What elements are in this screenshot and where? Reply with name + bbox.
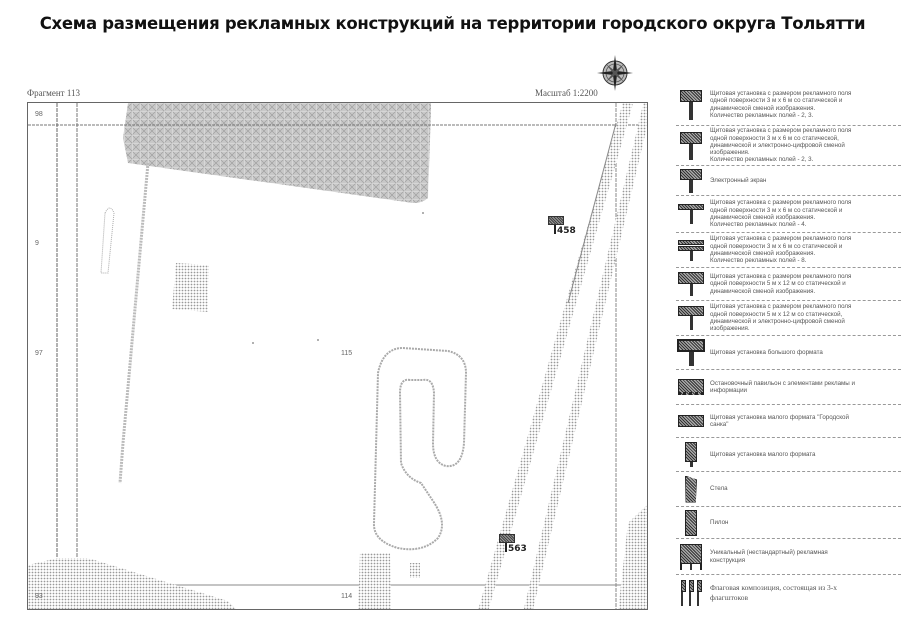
compass-rose-icon	[596, 54, 634, 92]
billboard-3x6-eight-fields-icon	[676, 239, 706, 261]
grid-label-bottom-left: 93	[35, 593, 43, 600]
legend: Щитовая установка с размером рекламного …	[676, 84, 901, 611]
billboard-icon	[548, 216, 564, 225]
small-format-billboard-city-board-icon	[676, 415, 706, 427]
grid-label-middle-left: 97	[35, 350, 43, 357]
billboard-marker-458[interactable]: 458	[548, 216, 576, 236]
legend-item: Щитовая установка с размером рекламного …	[676, 268, 901, 301]
legend-item: Щитовая установка с размером рекламного …	[676, 196, 901, 233]
grid-label-bottom-center: 114	[341, 593, 353, 600]
legend-item: Щитовая установка малого формата "Городс…	[676, 405, 901, 438]
large-format-billboard-icon	[676, 339, 706, 366]
bus-stop-pavilion-icon	[676, 379, 706, 395]
billboard-post	[554, 225, 556, 234]
billboard-3x6-digital-icon	[676, 131, 706, 160]
billboard-5x12-digital-icon	[676, 306, 706, 330]
page-title: Схема размещения рекламных конструкций н…	[39, 14, 866, 33]
legend-item: Щитовая установка малого формата	[676, 438, 901, 472]
legend-item: Флаговая композиция, состоящая из 3-х фл…	[676, 575, 901, 611]
billboard-icon	[499, 534, 515, 543]
legend-item: Пилон	[676, 507, 901, 539]
legend-item: Щитовая установка с размером рекламного …	[676, 84, 901, 126]
electronic-screen-icon	[676, 168, 706, 193]
billboard-3x6-static-dynamic-icon	[676, 89, 706, 120]
legend-item: Щитовая установка с размером рекламного …	[676, 126, 901, 166]
pylon-icon	[676, 509, 706, 536]
stela-icon	[676, 475, 706, 503]
marker-number: 458	[557, 226, 576, 236]
map-fragment[interactable]: 98 97 115 93 114 9 458 563	[27, 102, 648, 610]
fragment-label: Фрагмент 113	[27, 88, 81, 98]
small-format-billboard-icon	[676, 442, 706, 467]
legend-item: Щитовая установка с размером рекламного …	[676, 301, 901, 336]
legend-item: Электронный экран	[676, 166, 901, 196]
legend-item: Остановочный павильон с элементами рекла…	[676, 370, 901, 405]
billboard-post	[505, 543, 507, 552]
legend-item: Уникальный (нестандартный) рекламная кон…	[676, 539, 901, 575]
legend-item: Щитовая установка большого формата	[676, 336, 901, 370]
grid-label-middle-center: 115	[341, 350, 353, 357]
scale-label: Масштаб 1:2200	[535, 88, 598, 98]
grid-label-side: 9	[35, 240, 39, 247]
marker-number: 563	[508, 544, 527, 554]
grid-label-top-left: 98	[35, 111, 43, 118]
billboard-5x12-static-dynamic-icon	[676, 272, 706, 296]
billboard-3x6-four-fields-icon	[676, 204, 706, 224]
billboard-marker-563[interactable]: 563	[499, 534, 527, 554]
legend-item: Стела	[676, 472, 901, 507]
flag-composition-icon	[676, 580, 706, 606]
unique-construction-icon	[676, 543, 706, 570]
legend-item: Щитовая установка с размером рекламного …	[676, 233, 901, 268]
